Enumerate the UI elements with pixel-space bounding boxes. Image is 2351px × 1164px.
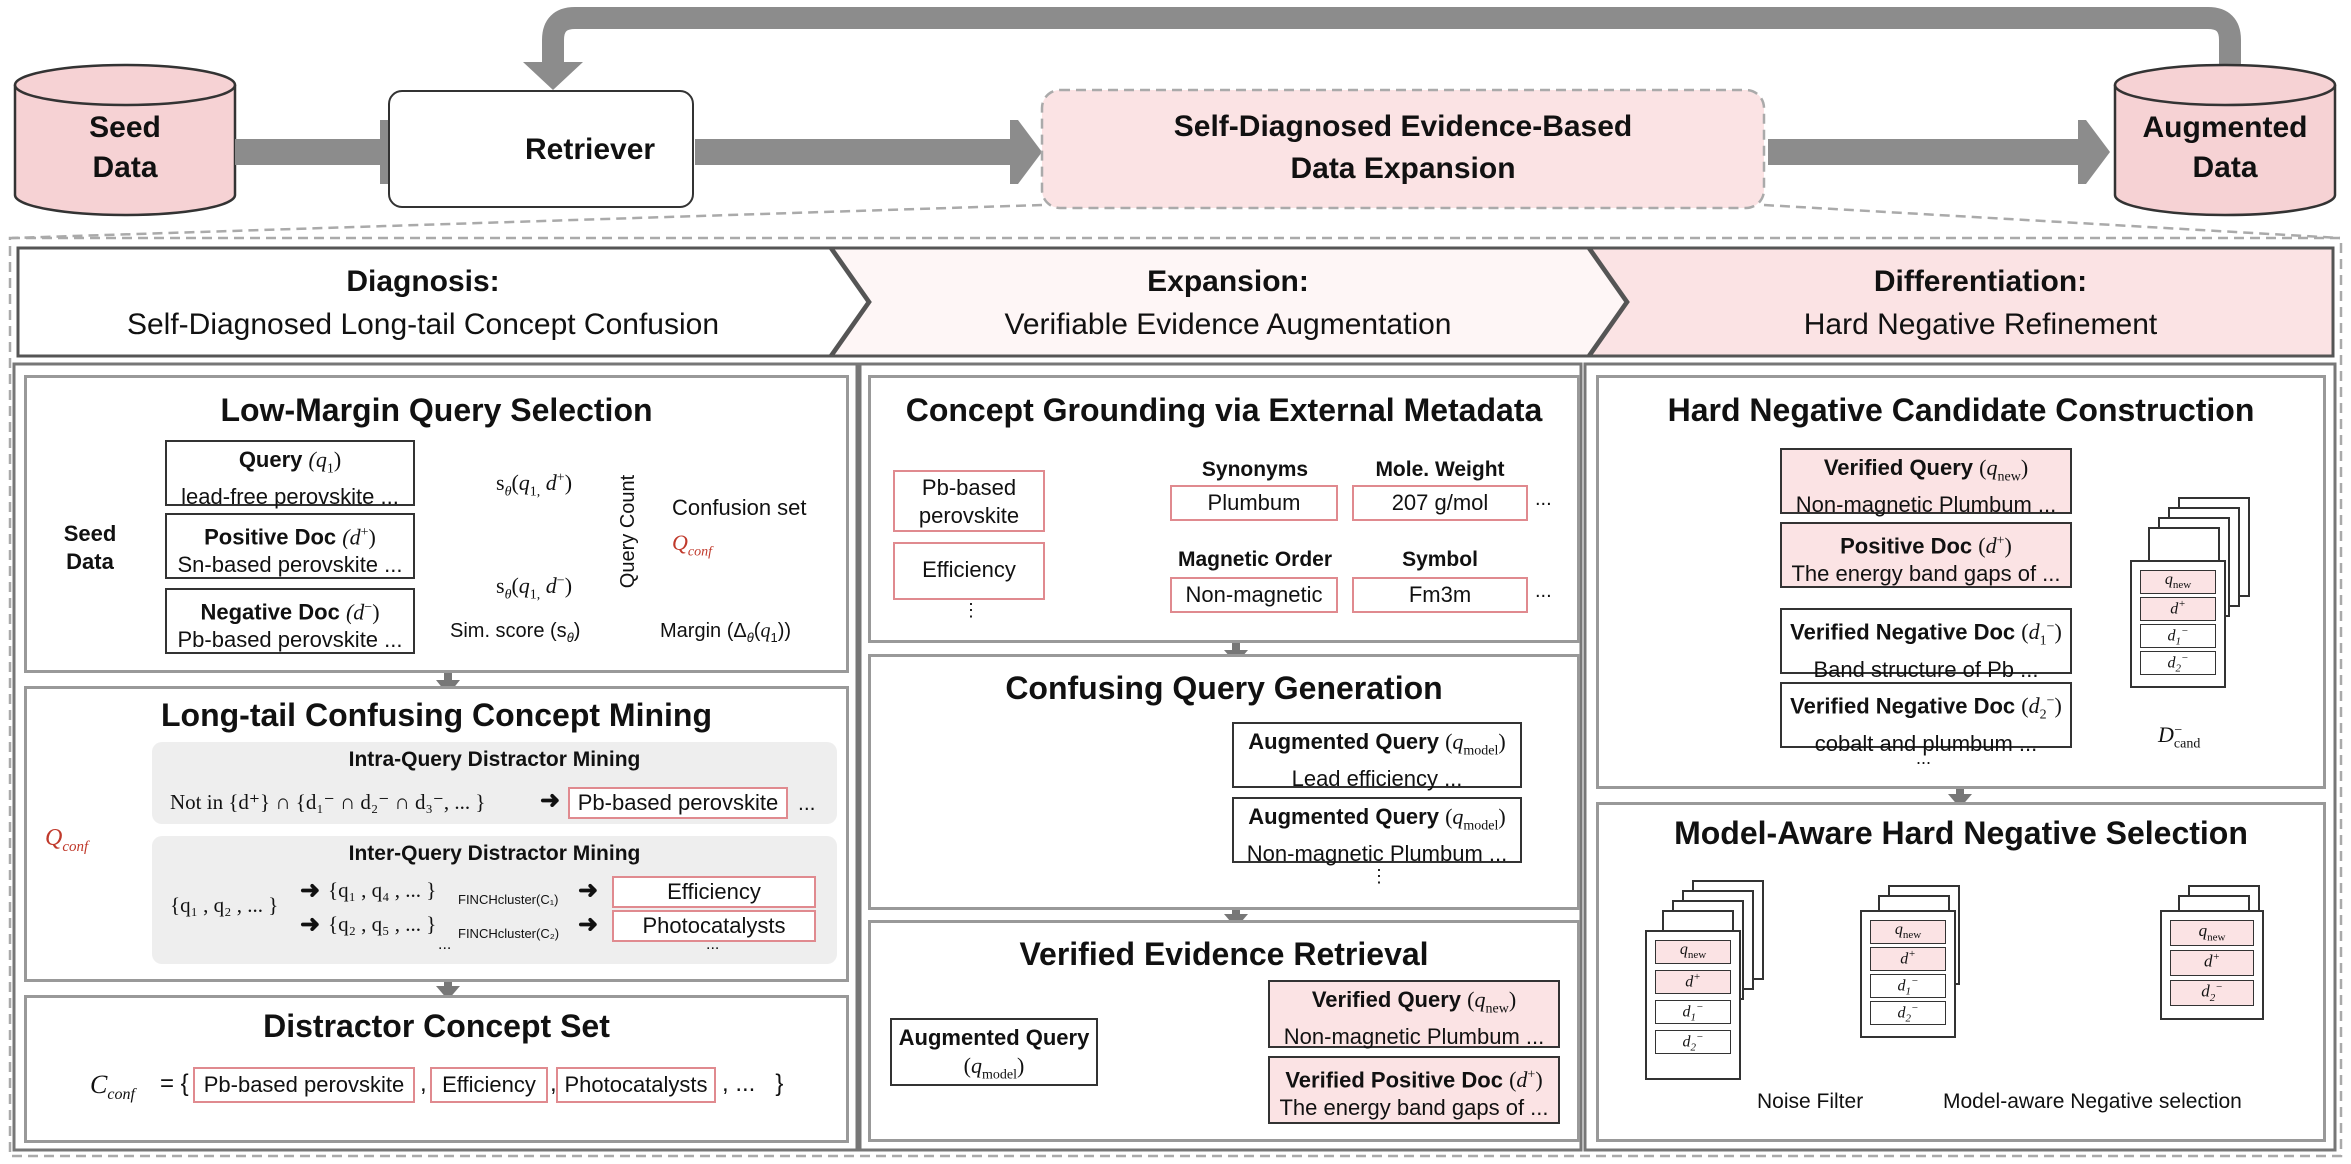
model-aware-label: Model-aware Negative selection [1943,1090,2242,1113]
confusing-more: ⋮ [1370,866,1388,886]
noise-doc-front: qnew d+ d1− d2− [1645,930,1741,1080]
margin-axis-label: Margin (Δθ(q1)) [660,620,792,645]
query-count-axis-label: Query Count [617,474,640,589]
expansion-title-line1: Self-Diagnosed Evidence-Based [1173,110,1633,143]
stage-expansion-chevron [829,246,1628,358]
distractor-ellipsis: , ... } [722,1070,784,1097]
hn-negative-doc-1-box: Verified Negative Doc (d1−) Band structu… [1780,608,2072,682]
stage-differentiation-subtitle: Hard Negative Refinement [1803,308,2158,341]
intra-ellipsis: ... [798,792,816,815]
confusion-set-label: Confusion set [672,495,807,520]
grounding-more-1: ... [1535,488,1552,510]
negative-doc-box: Negative Doc (d−) Pb-based perovskite ..… [165,588,415,654]
finch-cluster-1: FINCHcluster(C₁) [458,892,559,907]
inter-arrow-2: ➜ [578,877,599,904]
stage-diagnosis-chevron [16,246,870,358]
synonyms-value: Plumbum [1170,485,1338,521]
augmented-query-input: Augmented Query (qmodel) [890,1018,1098,1086]
intra-result-box: Pb-based perovskite [568,787,788,819]
q-conf-mining-label: Qconf [45,825,89,855]
filtered-doc-front: qnew d+ d1− d2− [1860,910,1956,1038]
stage-expansion-subtitle: Verifiable Evidence Augmentation [1004,308,1452,341]
synonyms-header: Synonyms [1201,458,1309,481]
expansion-box [1040,88,1766,210]
seed-data-label: Seed Data [89,111,161,184]
inter-row2-set: {q₂ , q₅ , ... } [328,912,437,936]
inter-ellipsis-bottom: ... [706,936,720,953]
intra-arrow: ➜ [540,787,561,814]
distractor-item-pb-perovskite: Pb-based perovskite [193,1067,415,1103]
inter-arrow-1: ➜ [300,877,321,904]
concept-efficiency: Efficiency [893,542,1045,600]
finch-cluster-2: FINCHcluster(C₂) [458,926,560,941]
intra-query-title: Intra-Query Distractor Mining [348,748,641,771]
inter-query-set: {q₁ , q₂ , ... } [170,893,279,917]
concept-pb-perovskite: Pb-based perovskite [893,470,1045,532]
distractor-title: Distractor Concept Set [263,1008,610,1044]
symbol-header: Symbol [1402,548,1478,571]
stage-differentiation-title: Differentiation: [1873,265,2088,298]
expansion-title-line2: Data Expansion [1290,152,1516,185]
candidate-more: ... [1916,748,1932,768]
seed-data-cylinder [13,63,237,217]
confusing-title: Confusing Query Generation [1005,670,1443,706]
stage-expansion-title: Expansion: [1147,265,1309,298]
inter-result-photocatalysts: Photocatalysts [612,910,816,942]
intra-query-expression: Not in {d⁺} ∩ {d₁⁻ ∩ d₂⁻ ∩ d₃⁻, ... } [170,790,486,814]
sim-negative-label: sθ(q1, d−) [496,573,573,603]
hn-verified-query-box: Verified Query (qnew) Non-magnetic Plumb… [1780,448,2072,517]
inter-row1-set: {q₁ , q₄ , ... } [328,878,437,902]
selection-title: Model-Aware Hard Negative Selection [1674,815,2248,851]
distractor-item-photocatalysts: Photocatalysts [556,1067,716,1103]
verified-query-box: Verified Query (qnew) Non-magnetic Plumb… [1268,980,1560,1049]
sim-positive-label: sθ(q1, d+) [496,470,573,500]
mole-weight-value: 207 g/mol [1352,485,1528,521]
augmented-query-1: Augmented Query (qmodel) Lead efficiency… [1232,722,1522,791]
sim-score-label: Sim. score (sθ) [450,620,581,645]
feedback-loop-arrow [542,6,2241,72]
candidate-title: Hard Negative Candidate Construction [1667,392,2255,428]
low-margin-title: Low-Margin Query Selection [220,392,653,428]
inter-result-efficiency: Efficiency [612,876,816,908]
hn-negative-doc-2-box: Verified Negative Doc (d2−) cobalt and p… [1780,682,2072,756]
verified-positive-doc-box: Verified Positive Doc (d+) The energy ba… [1268,1056,1560,1124]
hn-positive-doc-box: Positive Doc (d+) The energy band gaps o… [1780,522,2072,588]
grounding-title: Concept Grounding via External Metadata [905,392,1543,428]
mining-title: Long-tail Confusing Concept Mining [160,697,712,733]
verified-title: Verified Evidence Retrieval [1019,936,1429,972]
stage-differentiation-chevron [1587,246,2335,358]
retriever-box[interactable] [388,90,694,208]
stage-diagnosis-subtitle: Self-Diagnosed Long-tail Concept Confusi… [126,308,720,341]
low-margin-panel [24,375,849,673]
noise-filter-label: Noise Filter [1757,1090,1864,1113]
q-conf-label: Qconf [672,530,712,560]
grounding-more-2: ... [1535,580,1552,602]
selected-doc-front: qnew d+ d2− [2160,910,2264,1020]
augmented-data-cylinder [2113,63,2337,217]
symbol-value: Fm3m [1352,577,1528,613]
augmented-data-label: Augmented Data [2142,111,2308,184]
d-cand-label: Dcand− [2158,722,2201,752]
magnetic-order-value: Non-magnetic [1170,577,1338,613]
seed-data-small-label: Seed Data [63,521,117,574]
c-conf-label: Cconf [90,1070,135,1104]
inter-ellipsis-row: ... [438,936,452,953]
augmented-query-2: Augmented Query (qmodel) Non-magnetic Pl… [1232,797,1522,866]
mole-weight-header: Mole. Weight [1375,458,1505,481]
retriever-label: Retriever [525,133,656,166]
comma-1: , [420,1070,427,1097]
positive-doc-box: Positive Doc (d+) Sn-based perovskite ..… [165,513,415,579]
stage-diagnosis-title: Diagnosis: [346,265,500,298]
cand-doc-front: qnew d+ d1− d2− [2130,560,2226,688]
inter-arrow-3: ➜ [300,911,321,938]
inter-query-title: Inter-Query Distractor Mining [348,842,641,865]
set-open-brace: = { [160,1070,189,1097]
comma-2: , [550,1070,557,1097]
magnetic-order-header: Magnetic Order [1177,548,1333,571]
query-box: Query (q1) lead-free perovskite ... [165,440,415,509]
concept-more: ⋮ [962,600,980,620]
distractor-item-efficiency: Efficiency [430,1067,548,1103]
inter-arrow-4: ➜ [578,911,599,938]
